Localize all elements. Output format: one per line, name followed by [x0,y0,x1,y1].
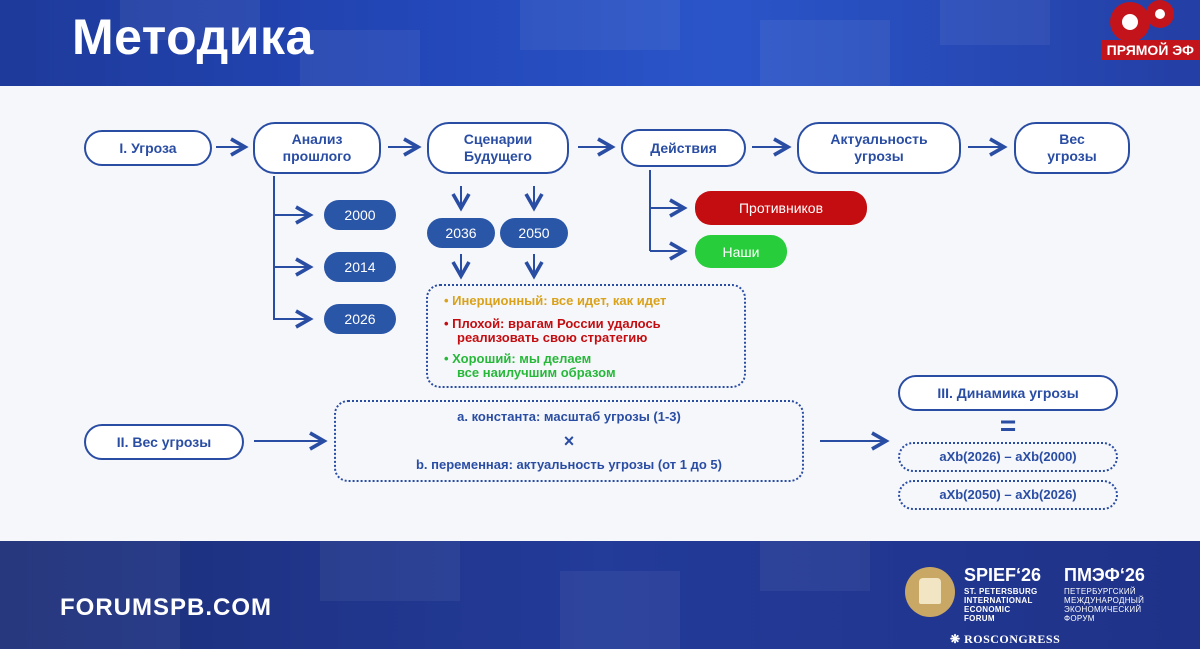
scenario-bad-line-2: реализовать свою стратегию [457,330,648,345]
past-year-2026: 2026 [324,304,396,334]
weight-section-label: II. Вес угрозы [116,433,212,450]
footer-band [0,541,1200,649]
threat-node: I. Угроза [84,130,212,166]
scenario-good-line-2: все наилучшим образом [457,365,616,380]
pmef-sub-line: ПЕТЕРБУРГСКИЙ [1064,587,1136,596]
forum-emblem-icon [905,567,955,617]
spief-logo-text: SPIEF‘26 [964,565,1042,585]
roscongress-text: ROSCONGRESS [964,632,1061,646]
scenario-bad: • Плохой: врагам России удалось реализов… [444,316,661,345]
future-scenarios-line-2: Будущего [464,148,532,164]
dynamics-equals: = [999,410,1017,441]
dynamics-section-node: III. Динамика угрозы [898,375,1118,411]
weight-variable: b. переменная: актуальность угрозы (от 1… [415,457,722,472]
live-badge: ПРЯМОЙ ЭФ [1100,40,1200,60]
threat-relevance-node: Актуальность угрозы [797,122,961,174]
dynamics-formula-2-box [898,480,1118,510]
actions-node: Действия [621,129,746,167]
scenario-inertial-text: Инерционный: все идет, как идет [452,293,667,308]
future-year-2050: 2050 [500,218,568,248]
pmef-logo-text: ПМЭФ‘26 [1064,565,1145,585]
spief-subtitle: ST. PETERSBURG INTERNATIONAL ECONOMIC FO… [964,587,1038,623]
weight-constant: a. константа: масштаб угрозы (1-3) [457,409,681,424]
spief-sub-line: INTERNATIONAL [964,596,1033,605]
header-band [0,0,1200,88]
page-title: Методика [72,9,314,65]
pmef-sub-line: ФОРУМ [1064,614,1095,623]
scenario-inertial: • Инерционный: все идет, как идет [444,293,667,308]
weight-formula-box [334,400,804,482]
spief-sub-line: ST. PETERSBURG [964,587,1038,596]
dynamics-formula-1-box [898,442,1118,472]
actor-ours: Наши [695,235,787,268]
past-year-2014: 2014 [324,252,396,282]
pmef-sub-line: МЕЖДУНАРОДНЫЙ [1064,596,1145,605]
pmef-subtitle: ПЕТЕРБУРГСКИЙ МЕЖДУНАРОДНЫЙ ЭКОНОМИЧЕСКИ… [1064,587,1144,623]
threat-relevance-line-1: Актуальность [830,131,928,147]
past-analysis-line-1: Анализ [291,131,343,147]
dynamics-formula-2: aXb(2050) – aXb(2026) [939,487,1077,502]
future-scenarios-node: Сценарии Будущего [427,122,569,174]
threat-weight-node: Вес угрозы [1014,122,1130,174]
scenario-good: • Хороший: мы делаем все наилучшим образ… [444,351,616,380]
scenarios-box [426,284,746,388]
scenario-good-line-1: Хороший: мы делаем [452,351,592,366]
past-analysis-line-2: прошлого [282,148,352,164]
actions-node-label: Действия [650,139,717,156]
threat-node-label: I. Угроза [119,139,177,156]
future-scenarios-line-1: Сценарии [463,131,533,147]
past-analysis-node: Анализ прошлого [253,122,381,174]
past-year-2000: 2000 [324,200,396,230]
pmef-sub-line: ЭКОНОМИЧЕСКИЙ [1064,605,1142,614]
dynamics-formula-1: aXb(2026) – aXb(2000) [939,449,1077,464]
spief-sub-line: FORUM [964,614,995,623]
forum-website: FORUMSPB.COM [60,594,272,621]
dynamics-section-label: III. Динамика угрозы [937,384,1079,401]
spief-sub-line: ECONOMIC [964,605,1011,614]
threat-weight-line-1: Вес [1059,131,1085,147]
threat-relevance-line-2: угрозы [854,148,904,164]
broadcast-logo-icon [1110,0,1174,42]
weight-section-node: II. Вес угрозы [84,424,244,460]
actor-opponents: Противников [695,191,867,225]
roscongress-logo-text: ❋ ROSCONGRESS [950,632,1061,646]
weight-times: × [563,431,575,451]
threat-weight-line-2: угрозы [1047,148,1097,164]
future-year-2036: 2036 [427,218,495,248]
scenario-bad-line-1: Плохой: врагам России удалось [452,316,661,331]
